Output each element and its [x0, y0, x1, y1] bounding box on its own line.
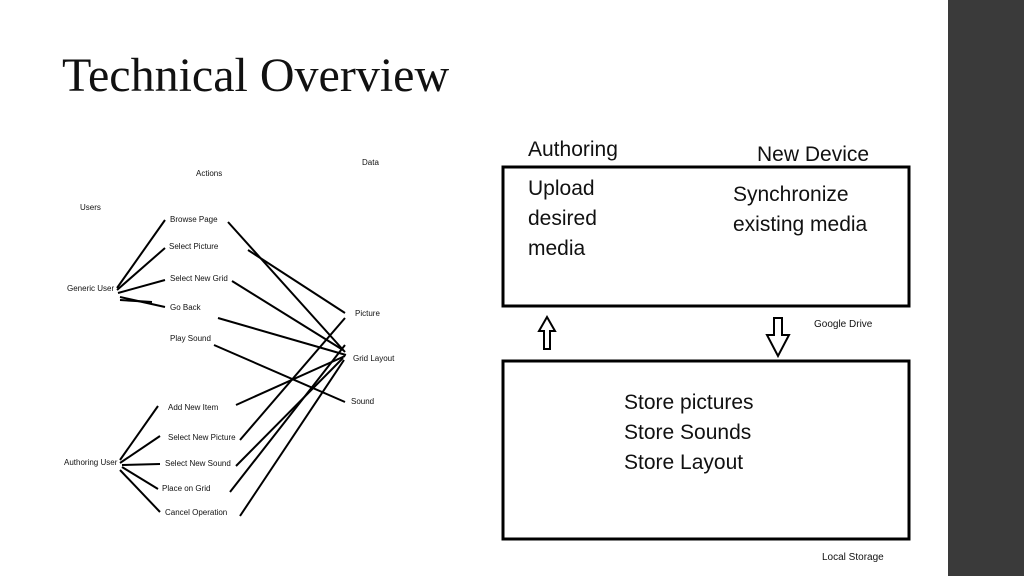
- connector-lines: [116, 219, 347, 517]
- action-label: Go Back: [170, 303, 202, 312]
- cloud-box: [501, 165, 911, 308]
- new-device-label: New Device: [757, 143, 869, 166]
- sync-line: Synchronize: [733, 183, 849, 206]
- action-label: Select New Sound: [165, 459, 231, 468]
- google-drive-label: Google Drive: [814, 319, 873, 330]
- store-line: Store pictures: [624, 391, 754, 414]
- actions-header: Actions: [196, 169, 222, 178]
- action-label: Select Picture: [169, 242, 219, 251]
- data-item-label: Sound: [351, 397, 374, 406]
- right-accent-bar: [948, 0, 1024, 576]
- upload-arrow-icon: [537, 314, 557, 350]
- action-label: Play Sound: [170, 334, 211, 343]
- download-arrow-icon: [765, 317, 791, 359]
- local-storage-label: Local Storage: [822, 552, 884, 563]
- action-label: Select New Grid: [170, 274, 228, 283]
- generic-user-label: Generic User: [67, 284, 114, 293]
- authoring-label: Authoring: [528, 138, 618, 161]
- slide-title: Technical Overview: [62, 49, 450, 102]
- action-label: Cancel Operation: [165, 508, 227, 517]
- authoring-user-label: Authoring User: [64, 458, 118, 467]
- upload-line: desired: [528, 207, 597, 230]
- local-storage-box: [501, 359, 911, 541]
- data-item-label: Picture: [355, 309, 380, 318]
- upload-line: media: [528, 237, 586, 260]
- data-header: Data: [362, 158, 379, 167]
- store-line: Store Sounds: [624, 421, 751, 444]
- storage-diagram: Authoring New Device Upload desired medi…: [501, 138, 911, 563]
- action-label: Browse Page: [170, 215, 218, 224]
- users-header: Users: [80, 203, 101, 212]
- action-diagram: Users Actions Data Generic User Authorin…: [64, 158, 395, 517]
- data-item-label: Grid Layout: [353, 354, 395, 363]
- store-line: Store Layout: [624, 451, 743, 474]
- sync-line: existing media: [733, 213, 868, 236]
- action-label: Add New Item: [168, 403, 219, 412]
- upload-line: Upload: [528, 177, 595, 200]
- action-label: Place on Grid: [162, 484, 210, 493]
- action-label: Select New Picture: [168, 433, 236, 442]
